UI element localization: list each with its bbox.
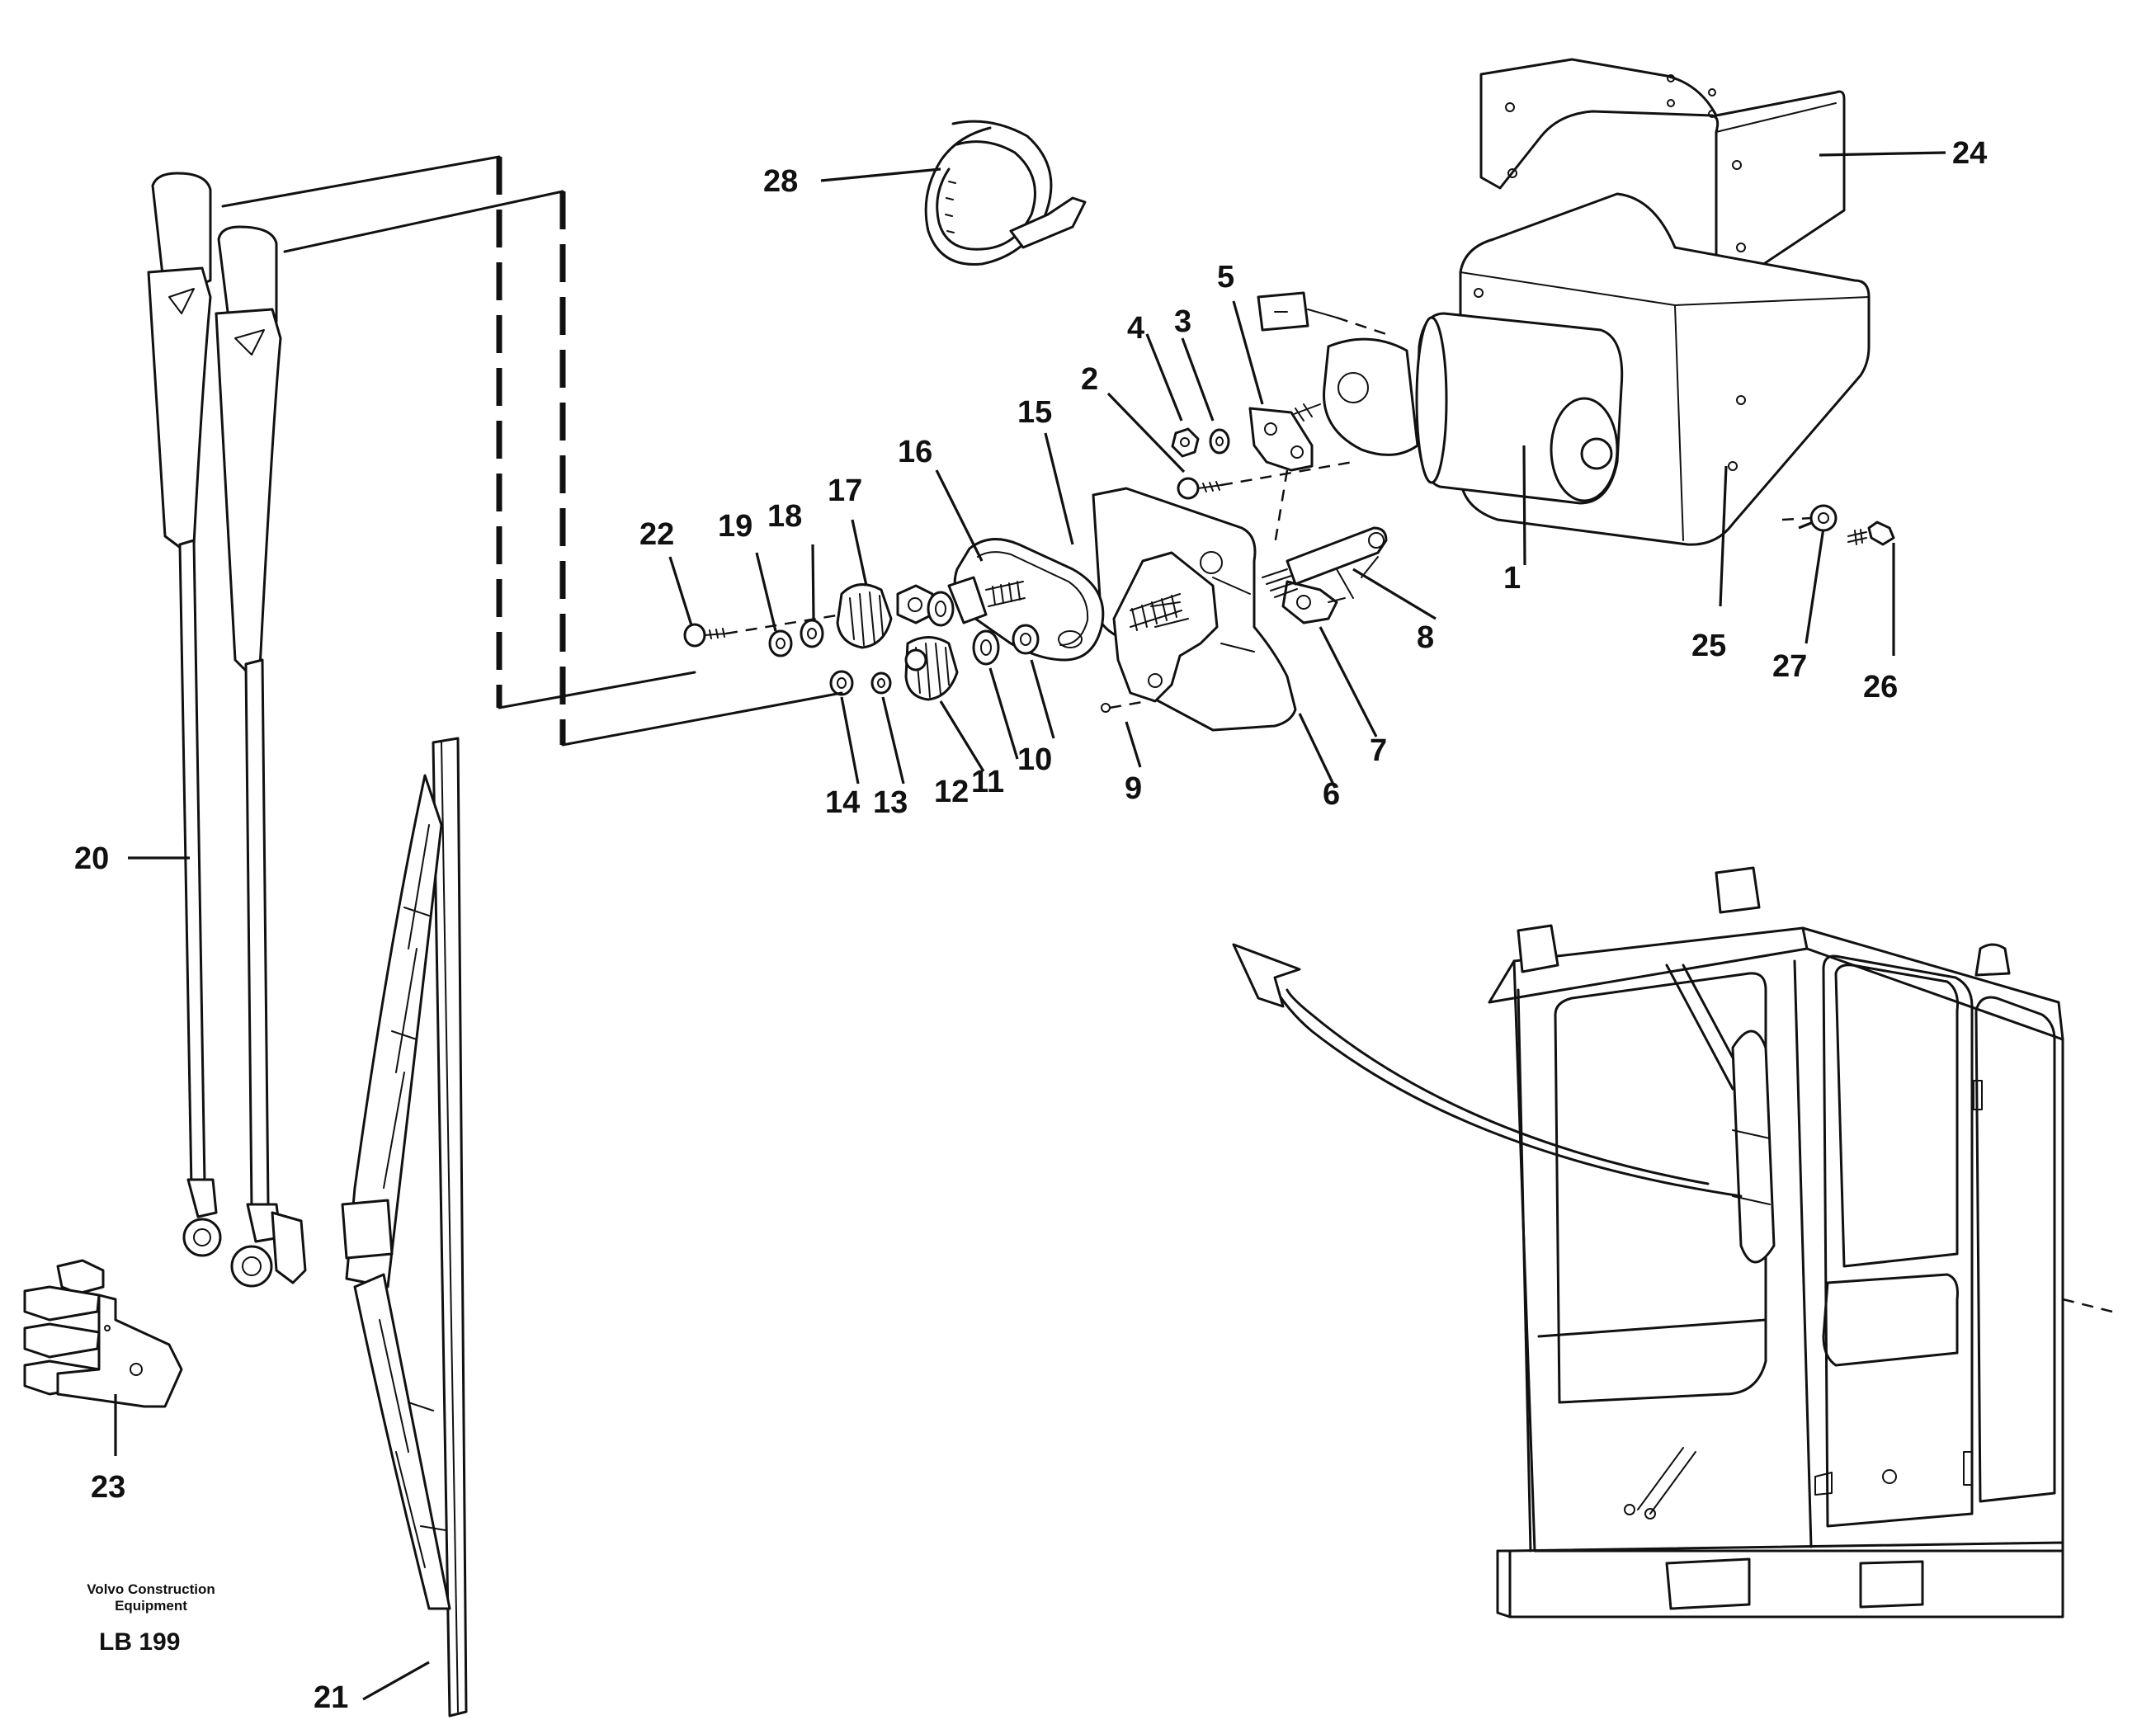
washer-13 [870,671,892,695]
part-label-23: 23 [91,1470,125,1505]
spacer [927,591,955,627]
wiper-arm-right [215,225,307,1288]
screw-9 [1101,700,1148,713]
linkage-plate [1092,487,1297,732]
knurled-nut-17 [836,583,893,649]
wiper-blade [341,737,468,1718]
washer-19 [768,629,793,657]
washer-14 [829,670,854,696]
wiper-arm-left [147,172,222,1257]
part-label-27: 27 [1772,649,1807,684]
cable-tie [924,120,1087,266]
plate-shaft [1130,593,1182,631]
part-label-13: 13 [873,785,908,820]
part-label-4: 4 [1127,311,1144,346]
part-label-5: 5 [1217,260,1234,294]
part-label-7: 7 [1370,733,1387,768]
crank-7 [1281,580,1346,624]
washer-11 [972,629,1000,666]
washer-18 [800,619,824,648]
part-label-8: 8 [1417,620,1434,655]
motor-bracket [1248,407,1314,472]
part-label-9: 9 [1125,771,1142,806]
cab-illustration [1488,866,2113,1619]
nut-4 [1171,427,1200,458]
part-label-3: 3 [1174,304,1191,339]
part-label-6: 6 [1323,777,1340,812]
part-label-21: 21 [314,1680,348,1715]
hex-nut [896,584,934,624]
footer: Volvo Construction Equipment LB 199 [87,1581,215,1656]
reference-arrow [1232,943,1743,1198]
bolt-26 [1781,516,1895,546]
part-label-14: 14 [825,785,860,820]
knurled-nut-12 [904,636,959,701]
brand-line-1: Volvo Construction [87,1581,215,1597]
part-label-12: 12 [934,775,969,809]
part-label-20: 20 [74,841,109,876]
electrical-connector [1257,291,1387,336]
part-label-28: 28 [763,164,798,199]
washer-27 [1809,504,1838,532]
wiper-motor [1286,312,1624,505]
spindle-16 [947,576,1026,624]
part-label-26: 26 [1863,670,1898,704]
drawing-code: LB 199 [99,1628,180,1656]
part-label-15: 15 [1017,395,1052,430]
part-label-11: 11 [971,765,1004,799]
part-label-19: 19 [718,509,752,544]
leader-lines [114,151,1946,1701]
clip-bracket-23 [23,1259,183,1408]
assembly-dashed-lines [221,155,1289,747]
part-label-17: 17 [828,474,862,508]
part-label-24: 24 [1952,136,1987,171]
threaded-rod-8 [1262,526,1388,599]
part-label-1: 1 [1503,561,1521,596]
washer-3 [1209,428,1230,455]
part-label-22: 22 [639,517,674,552]
part-label-18: 18 [767,499,802,534]
brand-line-2: Equipment [115,1598,187,1614]
part-label-2: 2 [1081,362,1098,397]
part-label-10: 10 [1017,742,1052,777]
screw-2 [1177,460,1354,500]
part-labels: 24 28 1 2 3 4 5 6 7 8 9 10 11 12 13 14 1… [74,136,1987,1715]
part-label-25: 25 [1691,629,1726,663]
screw-22 [683,613,842,648]
part-label-16: 16 [898,435,932,469]
washer-10 [1012,624,1040,655]
